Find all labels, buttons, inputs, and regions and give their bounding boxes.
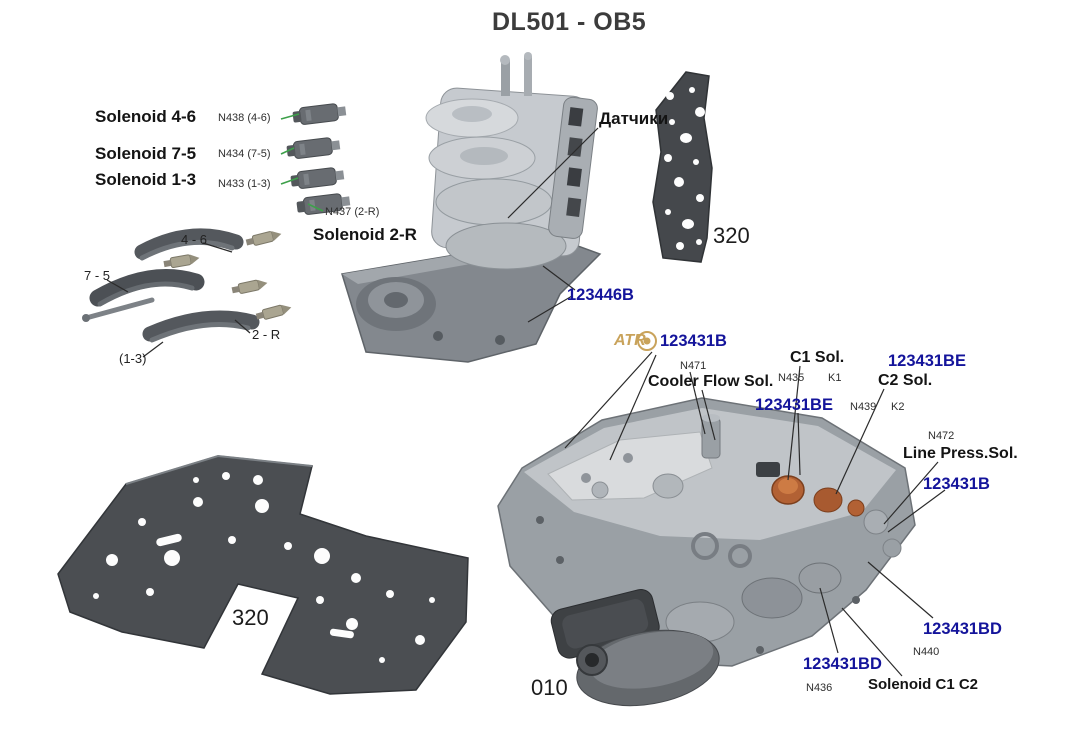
upper-gasket-number: 320 — [713, 223, 750, 248]
solenoid-7-5-label: Solenoid 7-5 — [95, 144, 197, 163]
c1-ref: N435 — [778, 372, 805, 384]
upper-gasket-photo — [652, 71, 713, 263]
c1c2-ref-right: N440 — [913, 646, 940, 658]
cooler-flow-label: Cooler Flow Sol. — [648, 373, 774, 390]
solenoid-2-r-label: Solenoid 2-R — [313, 225, 417, 244]
solenoid-7-5-ref: N434 (7-5) — [218, 148, 271, 160]
valve-body-part-number: 123431B — [660, 332, 727, 350]
leader-lines — [106, 127, 946, 677]
ref-leader-lines — [280, 113, 324, 212]
regulator-4-6-label: 4 - 6 — [181, 232, 208, 247]
c1-clutch: K1 — [828, 372, 842, 384]
solenoid-1-3-ref: N433 (1-3) — [218, 178, 271, 190]
c1c2-part-number-right: 123431BD — [923, 620, 1002, 638]
sensor-rail — [548, 96, 598, 239]
c2-ref: N439 — [850, 401, 877, 413]
c1-sol-label: C1 Sol. — [790, 349, 845, 366]
solenoid-1-3-label: Solenoid 1-3 — [95, 170, 197, 189]
solenoid-4-6-ref: N438 (4-6) — [218, 112, 271, 124]
atr-logo-icon — [637, 331, 657, 351]
regulator-1-3-label: (1-3) — [119, 351, 147, 366]
regulator-parts-photo — [82, 228, 292, 343]
lower-gasket-photo — [57, 454, 469, 695]
line-pressure-ref: N472 — [928, 430, 955, 442]
line-pressure-label: Line Press.Sol. — [903, 445, 1018, 462]
filter-number: 010 — [531, 675, 568, 700]
c1-part-number: 123431BE — [755, 396, 833, 414]
c1c2-part-number-left: 123431BD — [803, 655, 882, 673]
sensors-label: Датчики — [599, 109, 669, 128]
regulator-7-5-label: 7 - 5 — [84, 268, 111, 283]
oil-filter-photo — [550, 589, 720, 707]
cooler-flow-ref: N471 — [680, 360, 707, 372]
lower-gasket-number: 320 — [230, 605, 271, 631]
solenoid-c1c2-label: Solenoid C1 C2 — [868, 676, 979, 693]
upper-valve-body-photo — [341, 52, 602, 363]
regulator-2-r-label: 2 - R — [252, 327, 281, 342]
line-pressure-part-number: 123431B — [923, 475, 990, 493]
c2-part-number: 123431BE — [888, 352, 966, 370]
solenoid-4-6-label: Solenoid 4-6 — [95, 107, 197, 126]
page-title: DL501 - OB5 — [492, 8, 647, 36]
upper-assembly-part-number: 123446B — [567, 286, 634, 304]
c2-sol-label: C2 Sol. — [878, 372, 933, 389]
atr-watermark: ATR — [614, 332, 646, 349]
shift-solenoids-photo — [286, 103, 351, 215]
solenoid-2-r-ref: N437 (2-R) — [325, 206, 380, 218]
c1c2-ref-left: N436 — [806, 682, 833, 694]
c2-clutch: K2 — [891, 401, 905, 413]
